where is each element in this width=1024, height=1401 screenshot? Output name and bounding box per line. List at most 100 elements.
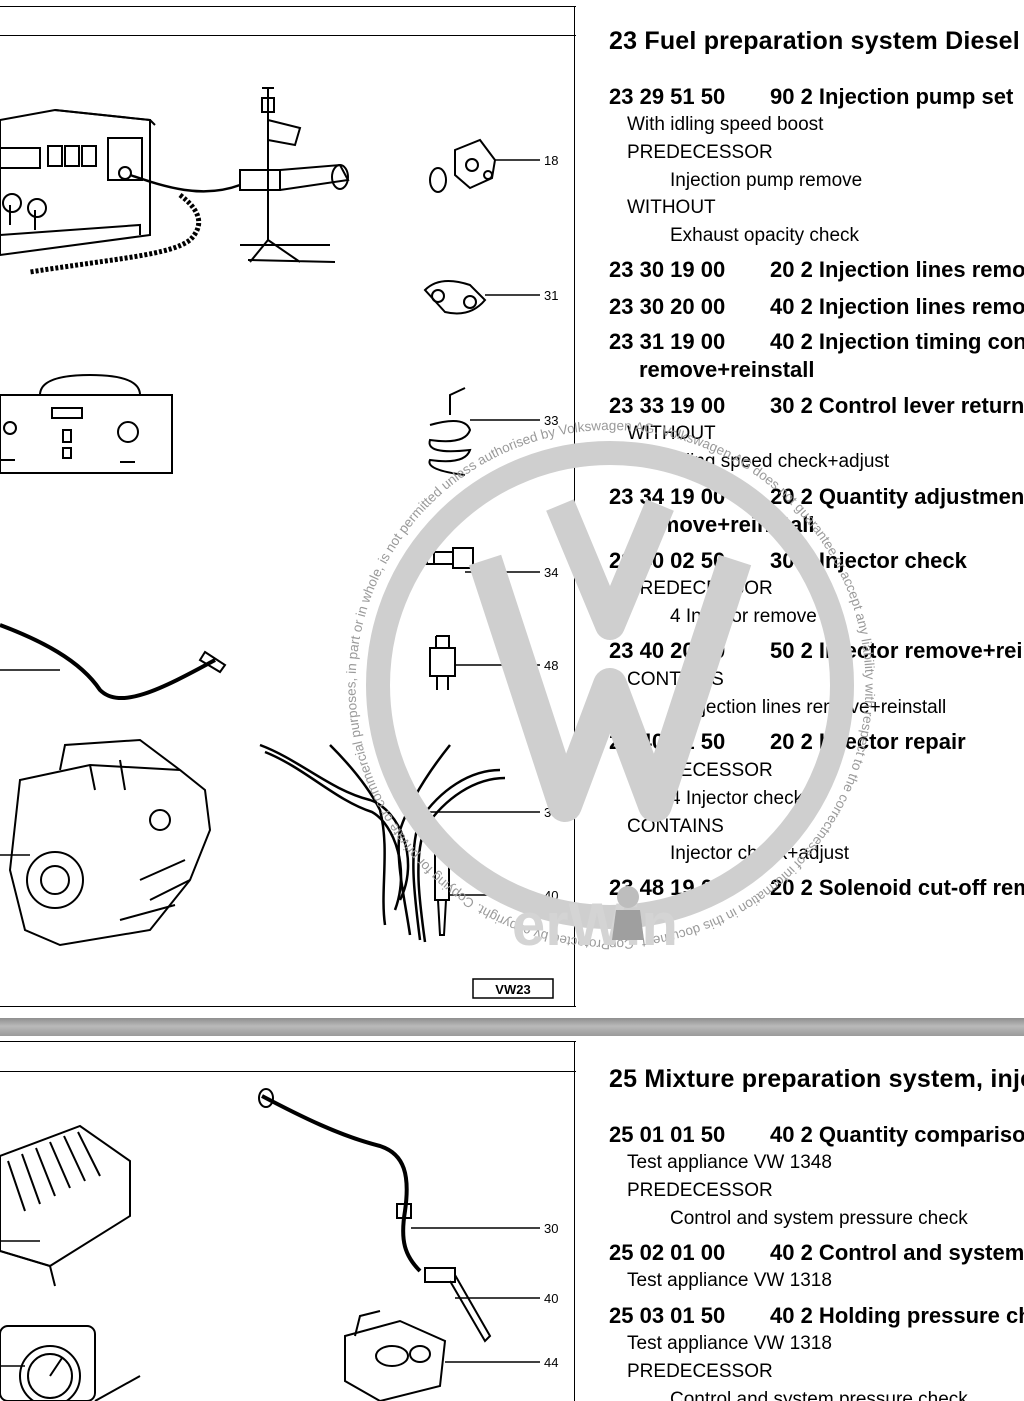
operation-code: 25 02 01 00 — [609, 1240, 726, 1265]
part-34-drawing — [407, 547, 540, 573]
operation-entry: 23 30 19 00 20 2 Injection lines remove — [609, 257, 1024, 283]
detail-line: PREDECESSOR — [627, 1180, 773, 1201]
operation-code: 25 03 01 50 — [609, 1303, 726, 1328]
fuel-system-parts-diagram: 18 31 33 34 48 30 40 VW23 — [0, 87, 558, 999]
callout-30: 30 — [544, 805, 558, 820]
operation-code: 23 29 51 50 — [609, 84, 726, 109]
operation-entry: 23 33 19 00 30 2 Control lever return — [609, 393, 1024, 419]
part-31-drawing — [423, 280, 540, 315]
operation-code: 23 40 20 00 — [609, 638, 726, 663]
operation-entry: 23 31 19 00 40 2 Injection timing control — [609, 329, 1024, 355]
injection-lines-drawing — [259, 743, 540, 943]
cable-drawing — [0, 623, 227, 700]
callout-34: 34 — [544, 565, 558, 580]
operation-label: 20 2 Injection lines remove — [770, 257, 1024, 282]
callout-44: 44 — [544, 1355, 558, 1370]
callout-40: 40 — [544, 1291, 558, 1306]
operation-code: 23 34 19 00 — [609, 484, 726, 509]
operation-code: 23 30 20 00 — [609, 294, 726, 319]
detail-line: Exhaust opacity check — [670, 225, 860, 246]
callout-40: 40 — [544, 888, 558, 903]
operation-label: 90 2 Injection pump set — [770, 84, 1014, 109]
injection-pump-drawing — [0, 738, 212, 947]
bottom-rule — [0, 1006, 576, 1007]
operation-label: 20 2 Solenoid cut-off remove — [770, 875, 1024, 900]
operation-label: 50 2 Injector remove+reinstall — [770, 638, 1024, 663]
injector-40-drawing — [434, 854, 540, 936]
operation-label: 30 2 Control lever return — [770, 393, 1024, 418]
operation-entry: 23 34 19 00 20 2 Quantity adjustment — [609, 484, 1024, 510]
operation-entry: 23 40 20 00 50 2 Injector remove+reinstal… — [609, 638, 1024, 664]
diagram-tag: VW23 — [495, 982, 530, 997]
detail-line: PREDECESSOR — [627, 760, 773, 781]
operation-label: 40 2 Injection timing control — [770, 329, 1024, 354]
operation-code: 25 01 01 50 — [609, 1122, 726, 1147]
header-rule — [0, 1071, 576, 1072]
pressure-regulator-drawing — [344, 1310, 540, 1401]
intake-manifold-drawing — [0, 1124, 131, 1287]
operation-entry: 23 40 41 50 20 2 Injector repair — [609, 729, 966, 755]
detail-line: WITHOUT — [627, 197, 716, 218]
detail-line: PREDECESSOR — [627, 142, 773, 163]
operation-label: 20 2 Injector repair — [770, 729, 966, 754]
operation-code: 23 40 02 50 — [609, 548, 726, 573]
operation-entry: 25 02 01 00 40 2 Control and system press… — [609, 1240, 1024, 1266]
operation-label: 30 2 Injector check — [770, 548, 967, 573]
detail-line: PREDECESSOR — [627, 578, 773, 599]
callout-31: 31 — [544, 288, 558, 303]
detail-line: Test appliance VW 1348 — [627, 1152, 832, 1173]
operation-label: 20 2 Quantity adjustment — [770, 484, 1024, 509]
mixture-system-parts-diagram: 30 40 44 — [0, 1088, 558, 1401]
detail-line: 4 Injector remove — [670, 606, 817, 627]
detail-line: CONTAINS — [627, 816, 724, 837]
detail-line: Control and system pressure check — [670, 1389, 968, 1401]
section-23-panel: 18 31 33 34 48 30 40 VW23 23 Fuel prepar… — [0, 6, 1024, 1007]
control-unit-drawing — [0, 373, 173, 474]
operation-entry: 25 03 01 50 40 2 Holding pressure check — [609, 1303, 1024, 1329]
detail-line: Idling speed check+adjust — [670, 451, 890, 472]
operation-entry: 23 40 02 50 30 2 Injector check — [609, 548, 967, 574]
column-divider — [574, 1041, 575, 1401]
fuel-line-drawing — [258, 1088, 540, 1273]
callout-18: 18 — [544, 153, 558, 168]
pressure-gauge-drawing — [0, 1325, 141, 1401]
section-title: 23 Fuel preparation system Diesel — [609, 27, 1020, 55]
section-25-panel: 30 40 44 25 Mixture preparation system, … — [0, 1036, 1024, 1401]
operation-entry: 25 01 01 50 40 2 Quantity comparison — [609, 1122, 1024, 1148]
top-rule — [0, 6, 576, 7]
detail-line: WITHOUT — [627, 423, 716, 444]
operation-continuation: remove+reinstall — [639, 357, 815, 382]
detail-line: CONTAINS — [627, 669, 724, 690]
detail-line: PREDECESSOR — [627, 1361, 773, 1382]
detail-line: 4 Injector check — [670, 788, 804, 809]
part-48-drawing — [429, 635, 540, 690]
operation-code: 23 48 19 00 — [609, 875, 726, 900]
operation-label: 40 2 Quantity comparison — [770, 1122, 1024, 1147]
top-rule — [0, 1041, 576, 1042]
section-25-operations: 25 Mixture preparation system, injection… — [609, 1036, 1024, 1401]
operation-entry: 23 30 20 00 40 2 Injection lines remove — [609, 294, 1024, 320]
operation-code: 23 33 19 00 — [609, 393, 726, 418]
operation-code: 23 40 41 50 — [609, 729, 726, 754]
operation-label: 40 2 Holding pressure check — [770, 1303, 1024, 1328]
detail-line: Injector check+adjust — [670, 843, 850, 864]
detail-line: Test appliance VW 1318 — [627, 1333, 832, 1354]
part-18-drawing — [429, 138, 540, 193]
header-rule — [0, 35, 576, 36]
injector-valve-drawing — [424, 1267, 540, 1343]
operation-code: 23 31 19 00 — [609, 329, 726, 354]
detail-line: Test appliance VW 1318 — [627, 1270, 832, 1291]
callout-30: 30 — [544, 1221, 558, 1236]
operation-label: 40 2 Control and system pressure — [770, 1240, 1024, 1265]
section-title: 25 Mixture preparation system, injection — [609, 1065, 1024, 1093]
page-separator-bar — [0, 1018, 1024, 1036]
part-33-drawing — [428, 387, 540, 476]
detail-line: Injection pump remove — [670, 170, 863, 191]
callout-48: 48 — [544, 658, 558, 673]
detail-line: With idling speed boost — [627, 114, 824, 135]
test-device-drawing — [0, 87, 350, 275]
operation-code: 23 30 19 00 — [609, 257, 726, 282]
operation-label: 40 2 Injection lines remove — [770, 294, 1024, 319]
callout-33: 33 — [544, 413, 558, 428]
detail-line: Control and system pressure check — [670, 1208, 968, 1229]
